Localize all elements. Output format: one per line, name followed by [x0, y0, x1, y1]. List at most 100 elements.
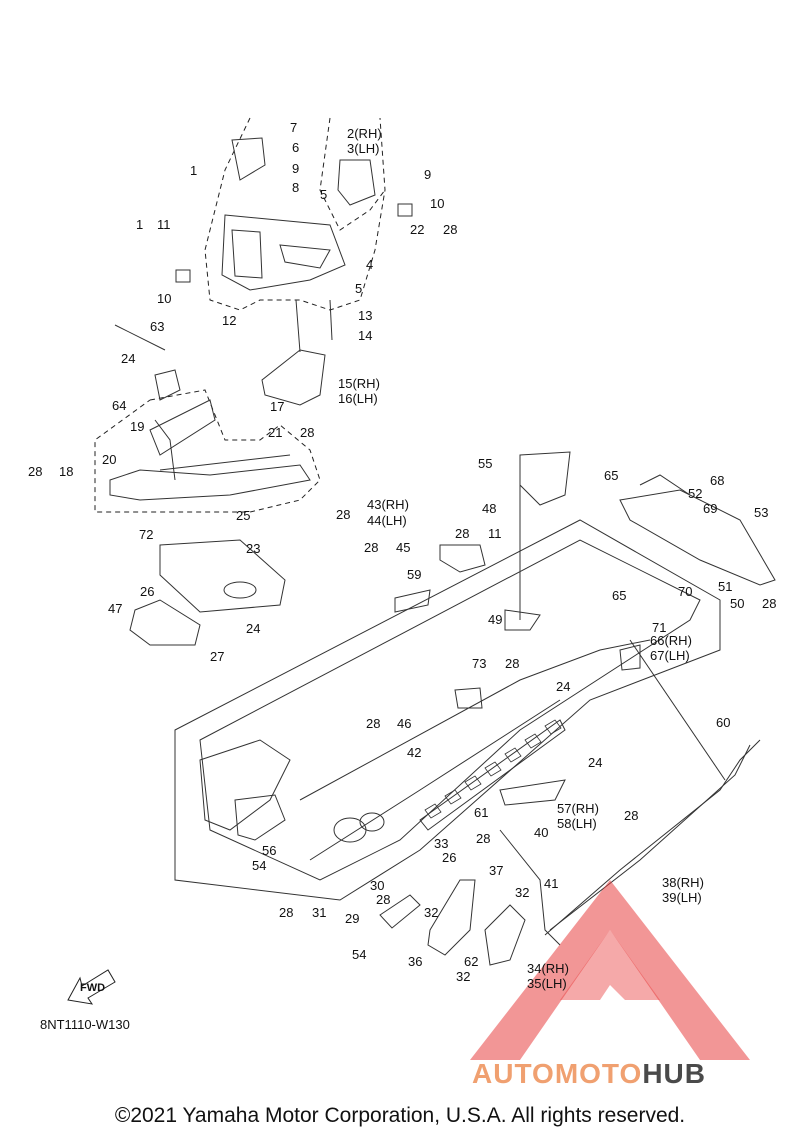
- watermark-text-part2: HUB: [642, 1058, 706, 1089]
- callout-26b: 26: [442, 850, 457, 865]
- callout-1: 1: [190, 163, 198, 178]
- callout-47: 47: [108, 601, 123, 616]
- callout-25: 25: [236, 508, 251, 523]
- callout-15: 15(RH): [338, 376, 380, 391]
- callout-1-11b: 11: [157, 217, 171, 232]
- callout-3: 3(LH): [347, 141, 380, 156]
- callout-16: 16(LH): [338, 391, 378, 406]
- callout-21-28: 28: [300, 425, 315, 440]
- callout-4: 4: [366, 257, 374, 272]
- watermark-text-part1: AUTOMOTO: [472, 1058, 643, 1089]
- callout-67: 67(LH): [650, 648, 690, 663]
- callout-70: 70: [678, 584, 693, 599]
- callout-73-28: 28: [505, 656, 520, 671]
- callout-10: 10: [430, 196, 445, 211]
- rear-parts: [394, 451, 776, 709]
- callout-51: 51: [718, 579, 733, 594]
- callout-22: 22: [410, 222, 425, 237]
- callout-32b: 32: [424, 905, 439, 920]
- callout-44: 44(LH): [367, 513, 407, 528]
- callout-34: 34(RH): [527, 961, 569, 976]
- callout-28-11: 28: [455, 526, 470, 541]
- callout-21: 21: [268, 425, 283, 440]
- callout-69: 69: [703, 501, 718, 516]
- callout-65a: 65: [604, 468, 619, 483]
- callout-18: 18: [59, 464, 74, 479]
- tunnel-frame: [174, 470, 726, 901]
- callout-49: 49: [488, 612, 503, 627]
- callout-52: 52: [688, 486, 703, 501]
- callout-68: 68: [710, 473, 725, 488]
- tunnel-vent-holes: [424, 719, 562, 819]
- callout-32c: 32: [456, 969, 471, 984]
- callout-28-46: 28: [366, 716, 381, 731]
- callout-63: 63: [150, 319, 165, 334]
- diagram-code: 8NT1110-W130: [40, 1017, 130, 1032]
- callout-39: 39(LH): [662, 890, 702, 905]
- callout-33: 33: [434, 836, 449, 851]
- callout-9b: 9: [424, 167, 432, 182]
- upper-bracket-parts: [175, 137, 413, 406]
- callout-14: 14: [358, 328, 373, 343]
- callout-31: 31: [312, 905, 327, 920]
- copyright-notice: ©2021 Yamaha Motor Corporation, U.S.A. A…: [114, 1104, 686, 1127]
- callout-54b: 54: [352, 947, 367, 962]
- callout-6: 6: [292, 140, 300, 155]
- upper-bracket-group: [204, 117, 386, 311]
- callout-66: 66(RH): [650, 633, 692, 648]
- callout-28-31: 28: [279, 905, 294, 920]
- callout-11c: 11: [488, 526, 502, 541]
- callout-61: 61: [474, 805, 489, 820]
- callout-46: 46: [397, 716, 412, 731]
- callout-57: 57(RH): [557, 801, 599, 816]
- callout-28-43: 28: [336, 507, 351, 522]
- callout-5: 5: [320, 187, 328, 202]
- skid-plate: [129, 539, 286, 646]
- watermark-text: AUTOMOTOHUB: [472, 1058, 706, 1090]
- front-frame-group: [94, 389, 321, 513]
- callout-19: 19: [130, 419, 145, 434]
- callout-8: 8: [292, 180, 300, 195]
- callout-60: 60: [716, 715, 731, 730]
- callout-22-28: 28: [443, 222, 458, 237]
- callout-65b: 65: [612, 588, 627, 603]
- callout-24c: 24: [556, 679, 571, 694]
- callout-30: 30: [370, 878, 385, 893]
- callout-42: 42: [407, 745, 422, 760]
- callout-9: 9: [292, 161, 300, 176]
- callout-24a: 24: [121, 351, 136, 366]
- callout-54a: 54: [252, 858, 267, 873]
- callout-12: 12: [222, 313, 237, 328]
- callout-58: 58(LH): [557, 816, 597, 831]
- callout-38: 38(RH): [662, 875, 704, 890]
- callout-29: 29: [345, 911, 360, 926]
- callout-20: 20: [102, 452, 117, 467]
- front-frame-parts: [109, 324, 311, 501]
- callout-36: 36: [408, 954, 423, 969]
- callout-71: 71: [652, 620, 667, 635]
- callout-28-18a: 28: [28, 464, 43, 479]
- callout-50-28: 28: [762, 596, 777, 611]
- callout-26a: 26: [140, 584, 155, 599]
- callout-55: 55: [478, 456, 493, 471]
- callout-73: 73: [472, 656, 487, 671]
- callout-56: 56: [262, 843, 277, 858]
- callout-24b: 24: [246, 621, 261, 636]
- callout-50: 50: [730, 596, 745, 611]
- callout-37: 37: [489, 863, 504, 878]
- callout-41: 41: [544, 876, 559, 891]
- callout-13: 13: [358, 308, 373, 323]
- fwd-arrow-icon: [67, 969, 116, 1005]
- callout-23: 23: [246, 541, 261, 556]
- callout-17: 17: [270, 399, 285, 414]
- callout-45: 45: [396, 540, 411, 555]
- callout-24d: 24: [588, 755, 603, 770]
- callout-28-45: 28: [364, 540, 379, 555]
- callout-1-11a: 1: [136, 217, 144, 232]
- callout-61-28: 28: [476, 831, 491, 846]
- callout-57-28: 28: [624, 808, 639, 823]
- callout-2: 2(RH): [347, 126, 382, 141]
- callout-35: 35(LH): [527, 976, 567, 991]
- callout-48: 48: [482, 501, 497, 516]
